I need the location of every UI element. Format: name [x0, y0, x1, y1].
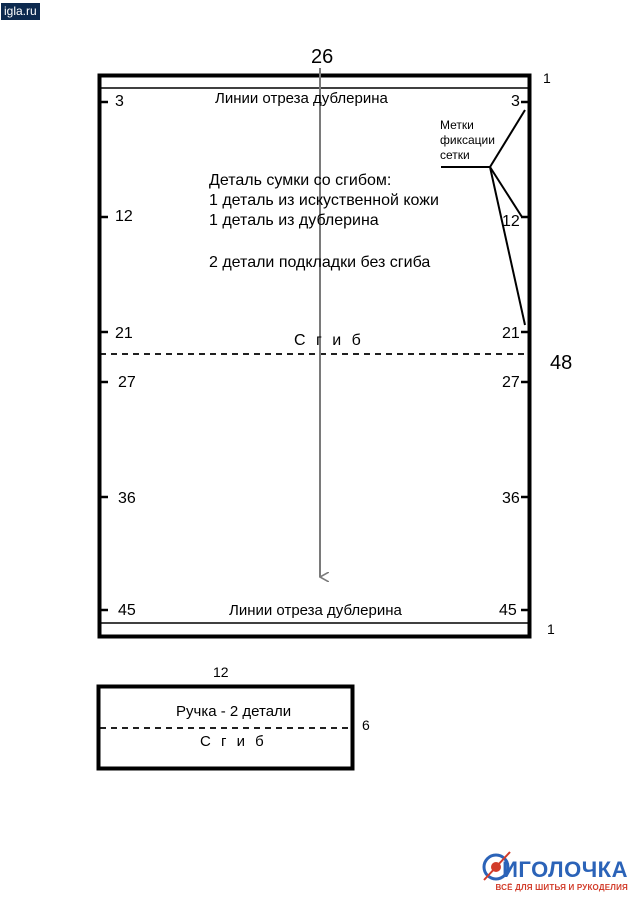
callout-line-1: Метки — [440, 118, 474, 132]
bag-panel-outline — [97, 73, 532, 639]
cut-line-bottom-label: Линии отреза дублерина — [229, 602, 402, 619]
cut-line-top-label: Линии отреза дублерина — [215, 90, 388, 107]
mark-left-36: 36 — [118, 490, 136, 507]
handle-width-label: 12 — [213, 664, 229, 680]
mark-right-12: 12 — [502, 213, 520, 230]
fold-label: С г и б — [294, 332, 364, 349]
callout-line-3: сетки — [440, 148, 470, 162]
margin-bottom-label: 1 — [547, 621, 555, 637]
callout-lines — [441, 109, 526, 326]
site-badge[interactable]: igla.ru — [1, 3, 40, 20]
height-label: 48 — [550, 352, 573, 374]
description-line-2: 1 деталь из искуственной кожи — [209, 192, 439, 209]
handle-title: Ручка - 2 детали — [176, 703, 292, 720]
handle-panel-outline — [96, 684, 355, 771]
mark-left-45: 45 — [118, 602, 136, 619]
mark-right-21: 21 — [502, 325, 520, 342]
description-line-4: 2 детали подкладки без сгиба — [209, 254, 431, 271]
left-ticks — [101, 100, 108, 612]
mark-left-3: 3 — [115, 93, 124, 110]
mark-right-45: 45 — [499, 602, 517, 619]
margin-top-label: 1 — [543, 70, 551, 86]
description-line-3: 1 деталь из дублерина — [209, 212, 379, 229]
mark-left-27: 27 — [118, 374, 136, 391]
right-ticks — [521, 100, 528, 612]
mark-right-3: 3 — [511, 93, 520, 110]
mark-right-27: 27 — [502, 374, 520, 391]
description-line-1: Деталь сумки со сгибом: — [209, 172, 392, 189]
brand-logo[interactable]: ИГОЛОЧКА ВСЁ ДЛЯ ШИТЬЯ И РУКОДЕЛИЯ — [495, 857, 628, 892]
mark-right-36: 36 — [502, 490, 520, 507]
needle-logo-icon — [482, 851, 511, 881]
mark-left-12: 12 — [115, 208, 133, 225]
handle-height-label: 6 — [362, 717, 370, 733]
mark-left-21: 21 — [115, 325, 133, 342]
width-label: 26 — [311, 46, 334, 68]
handle-fold-label: С г и б — [200, 733, 267, 750]
logo-tagline: ВСЁ ДЛЯ ШИТЬЯ И РУКОДЕЛИЯ — [495, 883, 628, 892]
callout-line-2: фиксации — [440, 133, 495, 147]
logo-name: ИГОЛОЧКА — [502, 857, 628, 882]
